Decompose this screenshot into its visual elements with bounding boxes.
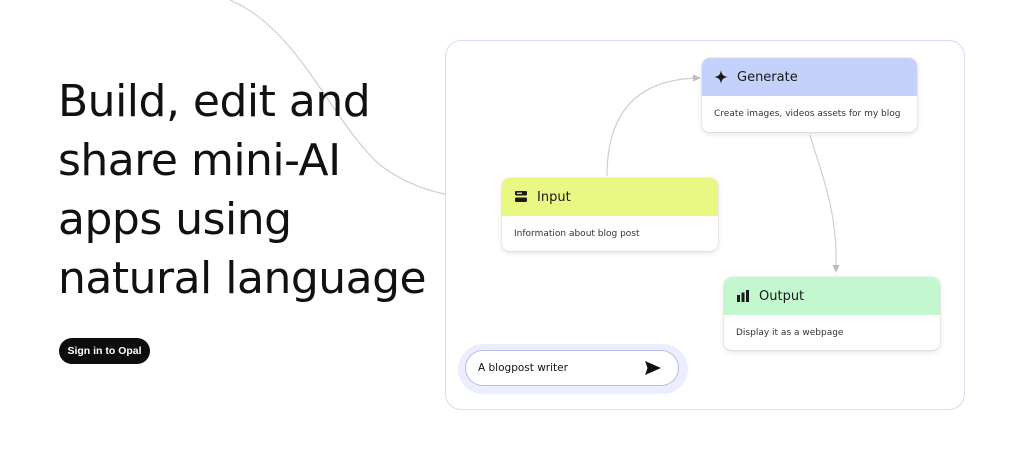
bar-chart-icon xyxy=(736,289,750,303)
sparkle-icon xyxy=(714,70,728,84)
sign-in-button[interactable]: Sign in to Opal xyxy=(59,338,150,364)
node-generate-title: Generate xyxy=(737,69,798,85)
input-icon xyxy=(514,190,528,204)
prompt-input[interactable] xyxy=(478,362,638,374)
headline-line-1: Build, edit and xyxy=(58,76,371,127)
node-generate[interactable]: Generate Create images, videos assets fo… xyxy=(702,58,917,132)
hero-headline: Build, edit and share mini-AI apps using… xyxy=(58,72,458,308)
node-input-title: Input xyxy=(537,189,571,205)
node-output-header: Output xyxy=(724,277,940,315)
node-generate-description: Create images, videos assets for my blog xyxy=(714,109,901,119)
node-generate-header: Generate xyxy=(702,58,917,96)
send-button[interactable] xyxy=(644,360,662,378)
prompt-box xyxy=(465,350,679,386)
node-output[interactable]: Output Display it as a webpage xyxy=(724,277,940,350)
prompt-container xyxy=(458,344,688,394)
node-input-header: Input xyxy=(502,178,718,216)
node-input[interactable]: Input Information about blog post xyxy=(502,178,718,251)
headline-line-4: natural language xyxy=(58,253,427,304)
node-input-description: Information about blog post xyxy=(514,229,640,239)
node-output-description: Display it as a webpage xyxy=(736,328,844,338)
node-output-title: Output xyxy=(759,288,805,304)
send-icon xyxy=(645,360,661,378)
headline-line-2: share mini-AI xyxy=(58,135,341,186)
headline-line-3: apps using xyxy=(58,194,292,245)
